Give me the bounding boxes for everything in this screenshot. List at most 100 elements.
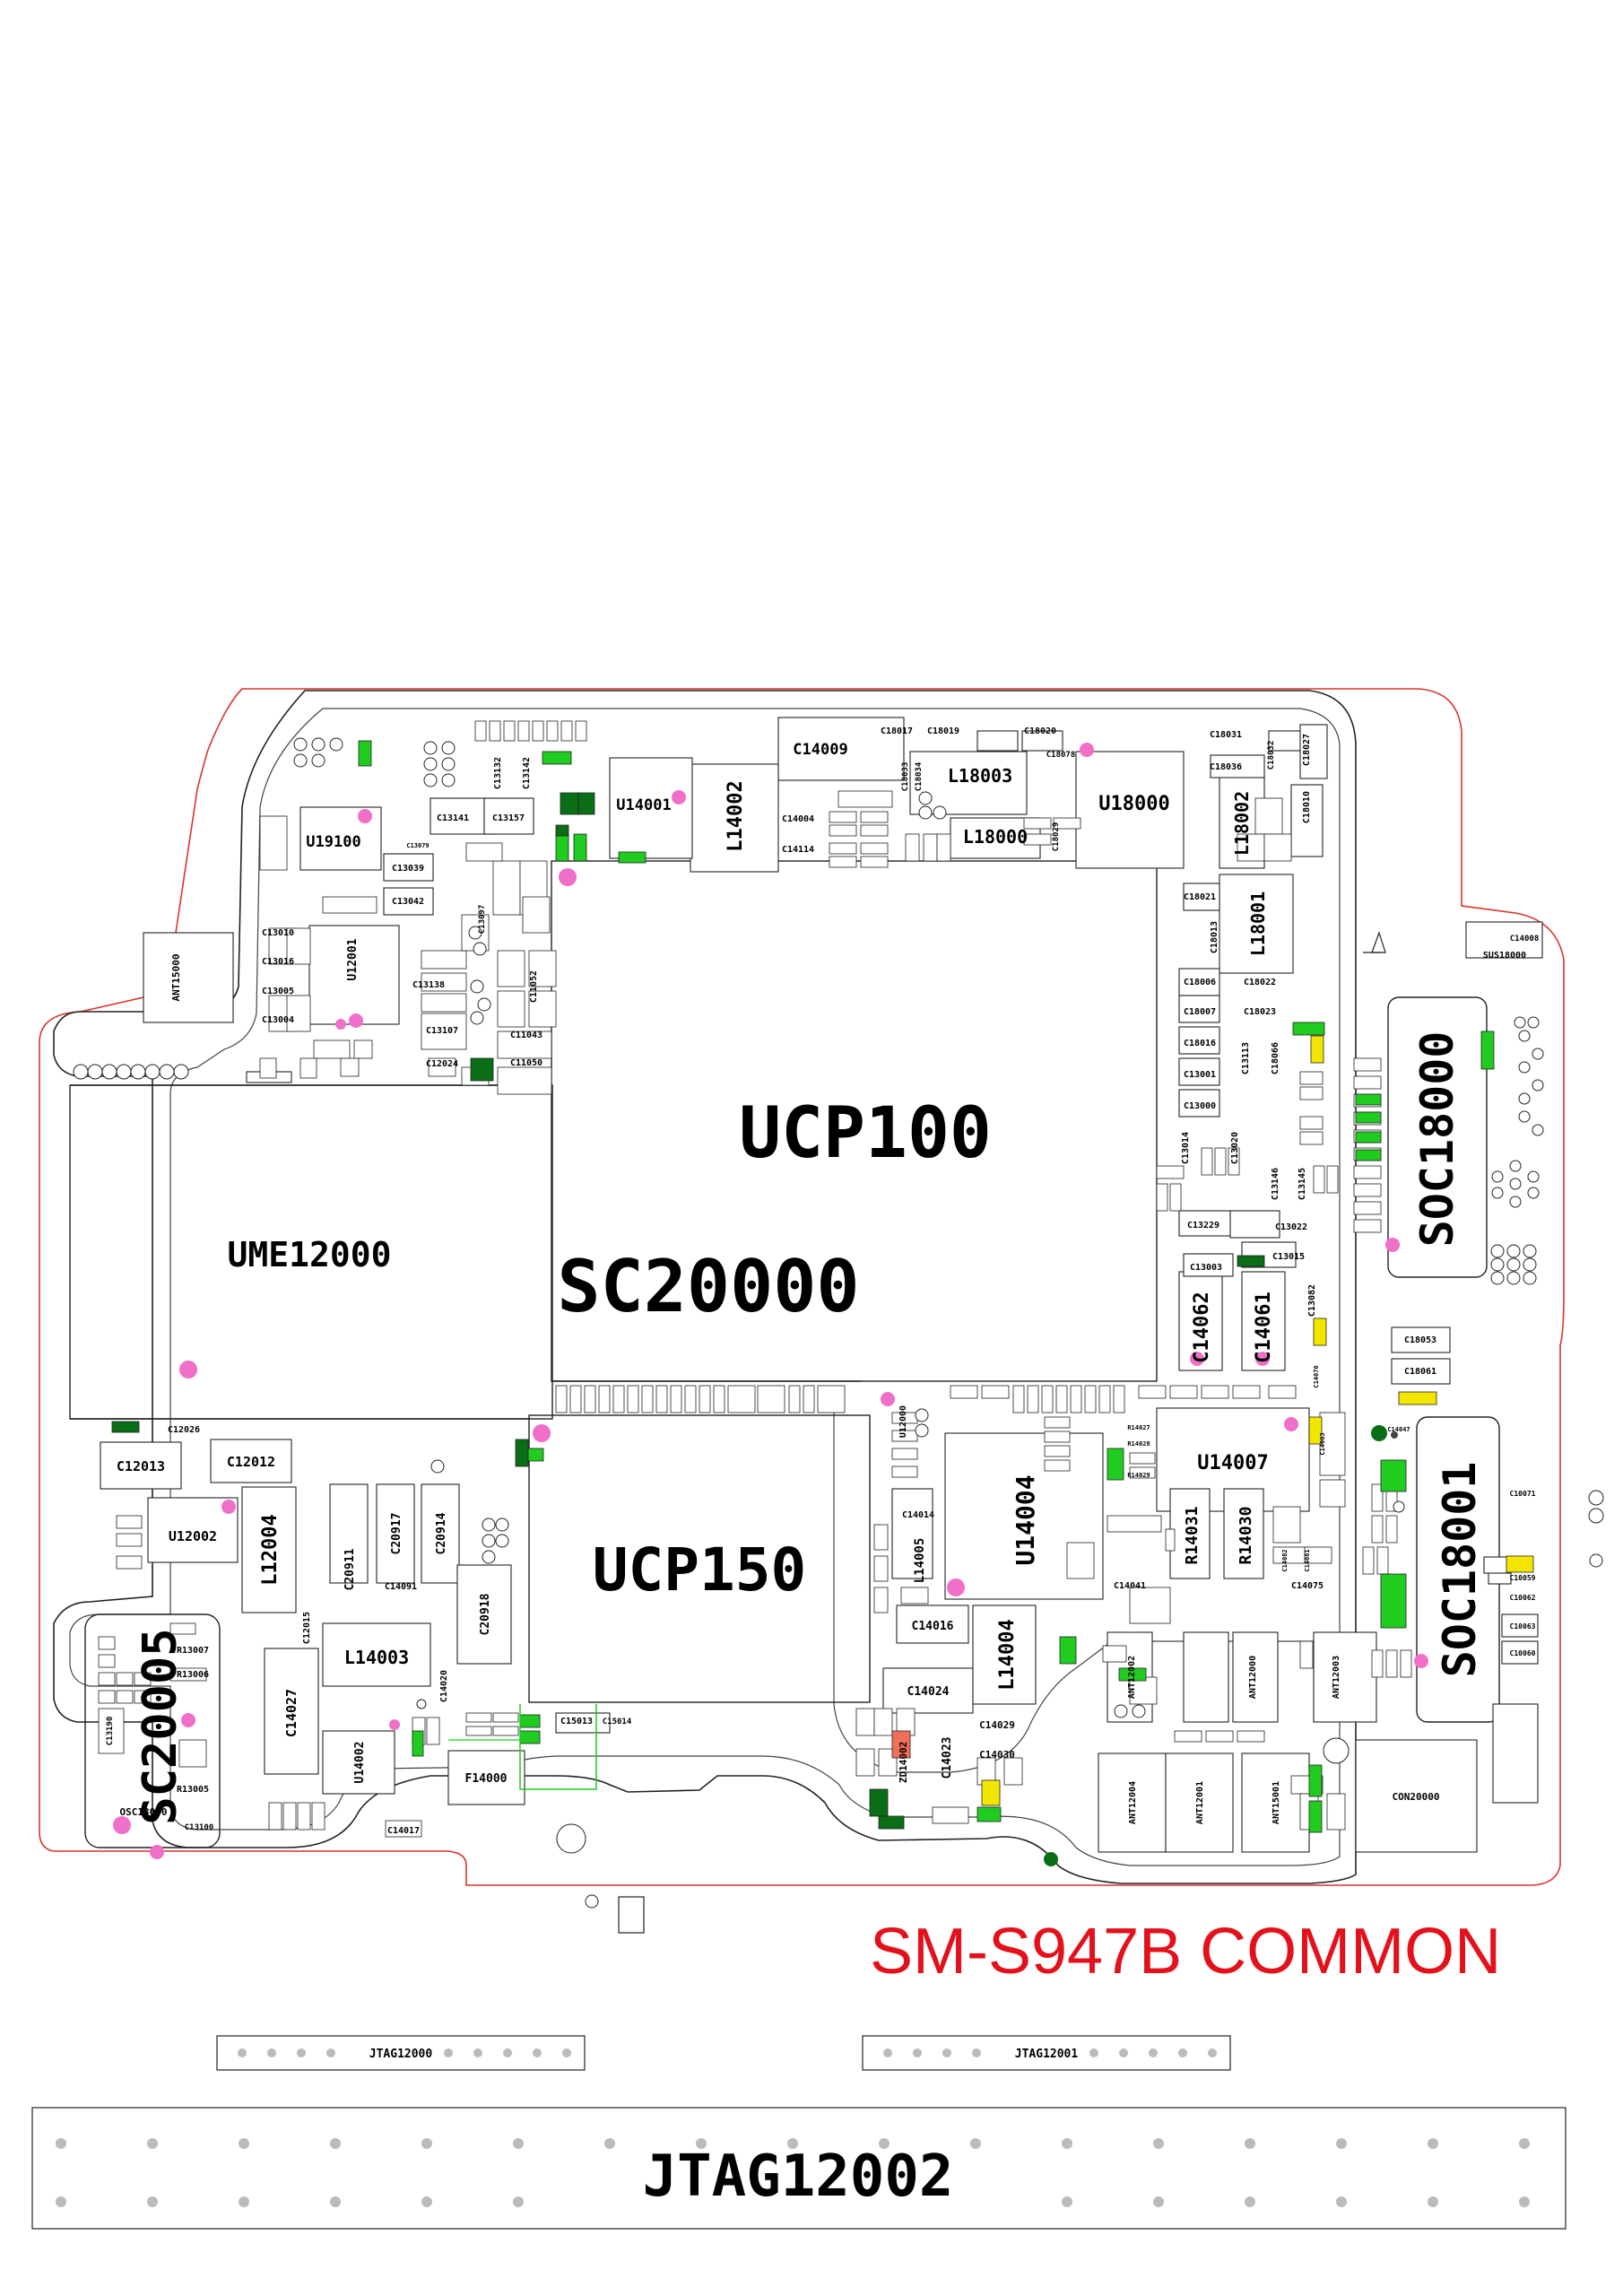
label-f14000: F14000 bbox=[465, 1772, 508, 1786]
label-c10071: C10071 bbox=[1510, 1490, 1536, 1498]
vias bbox=[73, 737, 1604, 1909]
label-c14020: C14020 bbox=[439, 1670, 449, 1702]
label-c18023: C18023 bbox=[1244, 1007, 1276, 1017]
label-c14075: C14075 bbox=[1291, 1581, 1324, 1591]
label-c13132: C13132 bbox=[493, 757, 503, 789]
label-c13001: C13001 bbox=[1184, 1070, 1216, 1080]
label-c14091: C14091 bbox=[385, 1582, 417, 1592]
label-c18036: C18036 bbox=[1210, 762, 1242, 772]
label-c14062: C14062 bbox=[1191, 1292, 1213, 1362]
label-c14081: C14081 bbox=[1304, 1549, 1311, 1571]
label-c13039: C13039 bbox=[392, 864, 424, 874]
label-c14027: C14027 bbox=[283, 1689, 299, 1737]
soc18000-outline bbox=[1387, 996, 1488, 1278]
label-u14007: U14007 bbox=[1197, 1452, 1268, 1474]
label-c11052: C11052 bbox=[529, 970, 539, 1003]
label-c12024: C12024 bbox=[426, 1059, 458, 1069]
label-c14082: C14082 bbox=[1281, 1549, 1289, 1571]
label-l18001: L18001 bbox=[1247, 891, 1269, 956]
label-jtag12002: JTAG12002 bbox=[643, 2144, 954, 2210]
label-sus18000: SUS18000 bbox=[1483, 951, 1526, 961]
label-c10060: C10060 bbox=[1510, 1649, 1536, 1657]
label-c13097: C13097 bbox=[478, 905, 487, 935]
label-c13229: C13229 bbox=[1187, 1221, 1219, 1231]
label-c14008: C14008 bbox=[1510, 935, 1540, 944]
label-c18066: C18066 bbox=[1271, 1042, 1280, 1074]
label-c14023: C14023 bbox=[941, 1737, 954, 1779]
label-r14031: R14031 bbox=[1183, 1506, 1202, 1564]
label-c13100: C13100 bbox=[185, 1823, 214, 1832]
label-c18053: C18053 bbox=[1404, 1335, 1436, 1345]
label-ant15000: ANT15000 bbox=[170, 954, 182, 1002]
label-ant12002: ANT12002 bbox=[1127, 1656, 1137, 1699]
label-c18017: C18017 bbox=[881, 726, 913, 736]
label-r14028: R14028 bbox=[1127, 1440, 1150, 1448]
label-c12012: C12012 bbox=[227, 1454, 275, 1470]
label-c18021: C18021 bbox=[1184, 892, 1216, 902]
label-c13079: C13079 bbox=[406, 842, 429, 849]
label-c20918: C20918 bbox=[479, 1593, 492, 1635]
label-l14004: L14004 bbox=[996, 1619, 1019, 1690]
test-points bbox=[113, 743, 1428, 1859]
label-c18022: C18022 bbox=[1244, 978, 1276, 987]
label-u14004: U14004 bbox=[1011, 1474, 1040, 1565]
label-c13107: C13107 bbox=[426, 1026, 458, 1036]
label-c14017: C14017 bbox=[387, 1826, 420, 1836]
label-c18031: C18031 bbox=[1210, 730, 1242, 740]
label-c14047: C14047 bbox=[1387, 1426, 1410, 1433]
label-c13014: C13014 bbox=[1181, 1132, 1191, 1164]
label-c13022: C13022 bbox=[1275, 1222, 1307, 1232]
label-c18020: C18020 bbox=[1024, 726, 1056, 736]
label-c13020: C13020 bbox=[1230, 1132, 1240, 1164]
label-c10062: C10062 bbox=[1510, 1594, 1536, 1602]
label-l14003: L14003 bbox=[344, 1647, 409, 1668]
label-c18007: C18007 bbox=[1184, 1007, 1216, 1017]
label-c13142: C13142 bbox=[522, 757, 532, 789]
label-u12000: U12000 bbox=[898, 1405, 908, 1438]
label-jtag12001: JTAG12001 bbox=[1015, 2048, 1079, 2061]
label-u12001: U12001 bbox=[346, 938, 360, 980]
label-l14002: L14002 bbox=[725, 780, 747, 851]
label-osc13000: OSC13000 bbox=[120, 1806, 168, 1818]
label-l14005: L14005 bbox=[913, 1538, 927, 1584]
label-c14041: C14041 bbox=[1114, 1581, 1146, 1591]
component-labels: C14009 L14002 U14001 L18003 L18000 U1800… bbox=[106, 726, 1539, 1836]
label-c15014: C15014 bbox=[603, 1718, 632, 1726]
label-ant12004: ANT12004 bbox=[1128, 1781, 1138, 1824]
label-c13003: C13003 bbox=[1190, 1263, 1222, 1273]
label-c14029: C14029 bbox=[979, 1719, 1015, 1731]
label-soc18001: SOC18001 bbox=[1434, 1462, 1486, 1678]
label-c14016: C14016 bbox=[912, 1620, 954, 1633]
label-ume12000: UME12000 bbox=[227, 1235, 391, 1274]
label-u18000: U18000 bbox=[1098, 793, 1169, 815]
jtag-headers bbox=[31, 2035, 1567, 2230]
label-zd14002: ZD14002 bbox=[898, 1742, 909, 1783]
label-ant12000: ANT12000 bbox=[1248, 1656, 1258, 1699]
jtag-pins bbox=[56, 2048, 1530, 2207]
label-c10063: C10063 bbox=[1510, 1622, 1536, 1631]
label-c13000: C13000 bbox=[1184, 1101, 1216, 1111]
label-c14063: C14063 bbox=[1319, 1432, 1326, 1455]
label-c14114: C14114 bbox=[782, 845, 814, 855]
label-c14014: C14014 bbox=[902, 1510, 934, 1520]
label-sc20000: SC20000 bbox=[557, 1245, 859, 1328]
label-l12004: L12004 bbox=[259, 1514, 282, 1585]
label-c18019: C18019 bbox=[927, 726, 959, 736]
label-c18013: C18013 bbox=[1210, 921, 1219, 953]
label-c11050: C11050 bbox=[510, 1058, 542, 1068]
label-c20917: C20917 bbox=[390, 1513, 404, 1555]
jtag12000-outline bbox=[216, 2035, 586, 2071]
label-c13138: C13138 bbox=[412, 980, 445, 990]
label-c13190: C13190 bbox=[106, 1717, 115, 1746]
label-c20914: C20914 bbox=[435, 1512, 448, 1554]
label-c13042: C13042 bbox=[392, 897, 424, 907]
label-c18061: C18061 bbox=[1404, 1367, 1436, 1377]
label-r13006: R13006 bbox=[177, 1670, 209, 1680]
label-c13015: C13015 bbox=[1272, 1252, 1305, 1262]
label-c14030: C14030 bbox=[979, 1749, 1015, 1761]
misc-shapes bbox=[448, 931, 1386, 1934]
label-ant12003: ANT12003 bbox=[1332, 1656, 1341, 1699]
label-u12002: U12002 bbox=[169, 1528, 217, 1544]
label-c18034: C18034 bbox=[915, 761, 924, 791]
